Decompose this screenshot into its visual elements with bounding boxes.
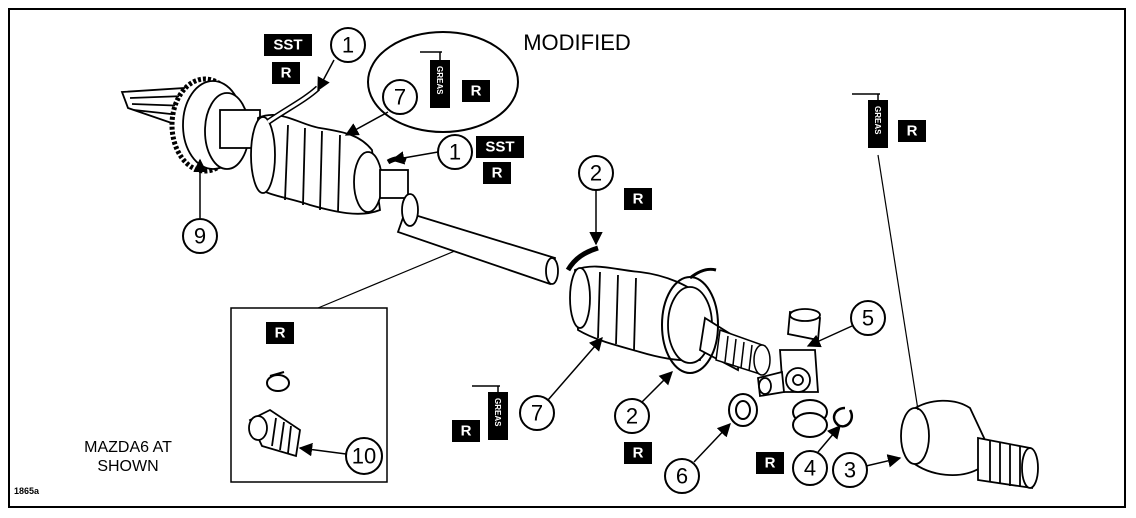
svg-text:R: R	[907, 123, 918, 140]
svg-text:GREAS: GREAS	[493, 398, 502, 427]
tag-r-2: R	[483, 162, 511, 184]
callout-2a: 2	[578, 155, 614, 246]
snap-ring-small	[728, 393, 758, 427]
callout-1a: 1	[317, 27, 366, 92]
callout-7b: 7	[519, 336, 603, 431]
tag-r-grease-right: R	[898, 120, 926, 142]
svg-text:5: 5	[862, 306, 874, 331]
svg-text:6: 6	[676, 464, 688, 489]
grease-tube-right: GREAS	[852, 93, 888, 148]
svg-text:R: R	[281, 65, 292, 82]
callout-3: 3	[832, 452, 902, 488]
svg-text:R: R	[492, 165, 503, 182]
detail-leader-line	[317, 247, 463, 309]
tag-sst-2: SST	[476, 136, 524, 158]
boot-clamp-small-right	[565, 245, 599, 272]
callout-5: 5	[806, 300, 886, 348]
svg-text:4: 4	[804, 456, 816, 481]
svg-text:9: 9	[194, 224, 206, 249]
svg-text:R: R	[633, 191, 644, 208]
tag-r-3: R	[624, 188, 652, 210]
svg-text:2: 2	[590, 161, 602, 186]
svg-text:R: R	[471, 83, 482, 100]
svg-text:SST: SST	[485, 139, 514, 156]
svg-text:2: 2	[626, 404, 638, 429]
svg-text:7: 7	[531, 401, 543, 426]
callout-2b: 2	[614, 371, 673, 434]
callout-9: 9	[182, 158, 218, 254]
detail-clamp	[266, 371, 290, 392]
svg-text:3: 3	[844, 458, 856, 483]
tag-r-4: R	[756, 452, 784, 474]
grease-tube-bottom: GREAS	[472, 385, 508, 440]
grease-leader-line	[877, 154, 919, 411]
svg-text:1: 1	[449, 140, 461, 165]
svg-text:R: R	[461, 423, 472, 440]
detail-boot-part	[248, 408, 301, 458]
tripod-joint	[757, 308, 821, 398]
svg-text:10: 10	[352, 444, 376, 469]
modified-oval	[367, 31, 519, 133]
outer-joint-housing	[900, 399, 1039, 490]
tag-r-grease-bottom: R	[452, 420, 480, 442]
callout-6: 6	[664, 423, 731, 494]
figure-code: 1865a	[14, 486, 40, 496]
bearing-cup	[792, 399, 828, 438]
tag-r-detail: R	[266, 322, 294, 344]
inner-boot-left	[250, 113, 409, 215]
circlip	[832, 406, 854, 428]
callout-4: 4	[792, 424, 841, 486]
tag-r-2b: R	[624, 442, 652, 464]
svg-text:1: 1	[342, 33, 354, 58]
grease-tube-oval: GREAS	[420, 51, 450, 108]
splined-shaft-end	[715, 328, 771, 376]
tag-r-oval: R	[462, 80, 490, 102]
svg-text:GREAS: GREAS	[435, 66, 444, 95]
differential-side-gear	[120, 76, 261, 174]
drive-shaft	[396, 193, 559, 286]
callout-7a: 7	[344, 79, 418, 136]
heading-modified: MODIFIED	[523, 30, 631, 55]
svg-text:7: 7	[394, 85, 406, 110]
tag-r-1: R	[272, 62, 300, 84]
callout-10: 10	[298, 437, 383, 475]
svg-text:SST: SST	[273, 37, 302, 54]
svg-text:GREAS: GREAS	[873, 106, 882, 135]
detail-box	[230, 307, 388, 483]
callout-1b: 1	[390, 134, 473, 170]
note-line-2: SHOWN	[97, 458, 158, 475]
svg-text:R: R	[275, 325, 286, 342]
svg-text:R: R	[765, 455, 776, 472]
tag-sst-1: SST	[264, 34, 312, 56]
svg-text:R: R	[633, 445, 644, 462]
note-line-1: MAZDA6 AT	[84, 439, 172, 456]
outer-boot-right	[569, 265, 741, 372]
